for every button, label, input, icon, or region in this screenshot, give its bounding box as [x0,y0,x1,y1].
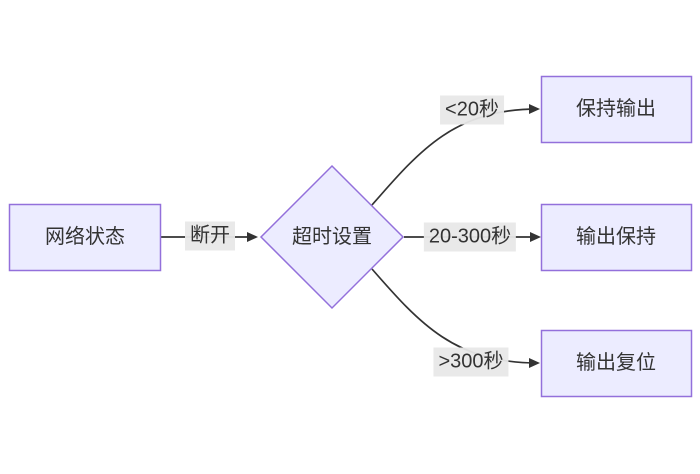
edge-label-disconnect: 断开 [185,221,235,251]
edge-label-under-20s: <20秒 [440,95,504,125]
node-output-reset: 输出复位 [576,352,656,374]
edge-label-over-300s: >300秒 [433,347,509,377]
node-keep-output: 保持输出 [576,98,656,120]
node-shape-output-reset [540,329,693,398]
node-network-status: 网络状态 [45,226,125,248]
node-shape-output-hold [540,203,693,272]
node-shape-keep-output [540,75,693,144]
edge-label-20-to-300s: 20-300秒 [423,222,517,252]
node-output-hold: 输出保持 [576,226,656,248]
edge-timeout-to-output-reset [371,268,540,368]
node-shape-network-status [8,203,162,272]
edge-timeout-to-keep-output [371,104,540,206]
node-timeout-setting: 超时设置 [292,226,372,248]
node-shape-timeout-setting [259,164,405,310]
